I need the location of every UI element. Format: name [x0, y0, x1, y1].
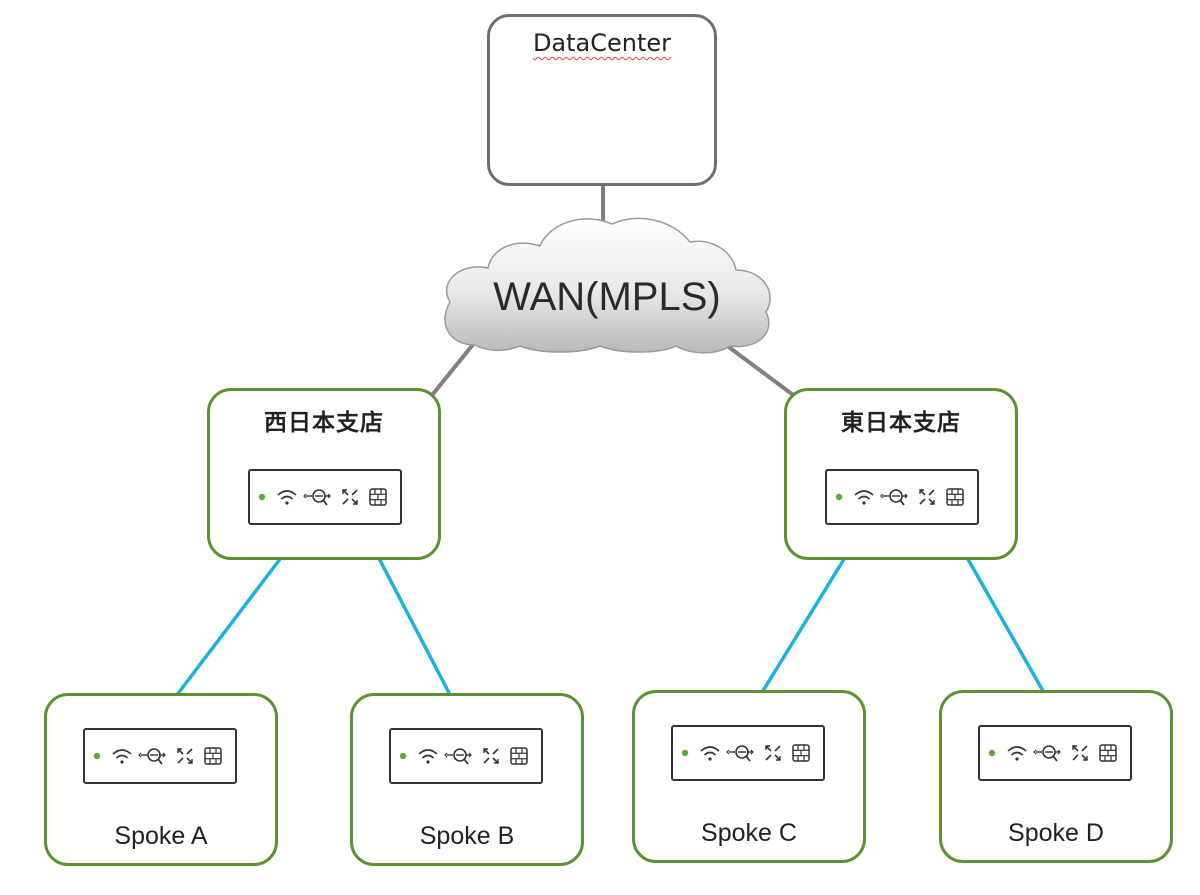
firewall-icon	[1099, 744, 1117, 762]
router-icons	[681, 744, 810, 762]
router-device	[978, 725, 1132, 781]
tunnel-east-spoke-c	[748, 535, 859, 715]
switch-arrows-icon	[1072, 745, 1088, 761]
router-device	[248, 469, 402, 525]
switch-arrows-icon	[765, 745, 781, 761]
spoke-c-label: Spoke C	[701, 819, 797, 847]
firewall-icon	[204, 747, 222, 765]
wan-cloud	[444, 217, 771, 354]
firewall-icon	[946, 488, 964, 506]
spoke-b-node[interactable]: Spoke B	[350, 693, 584, 866]
spoke-d-label: Spoke D	[1008, 819, 1104, 847]
firewall-icon	[510, 747, 528, 765]
router-device	[825, 469, 979, 525]
spoke-b-label: Spoke B	[419, 822, 515, 850]
switch-arrows-icon	[342, 489, 358, 505]
status-led	[399, 752, 407, 760]
firewall-icon	[792, 744, 810, 762]
search-icon	[726, 745, 754, 762]
branch-west-node[interactable]: 西日本支店	[207, 388, 441, 560]
datacenter-label: DataCenter	[532, 29, 672, 57]
branch-west-label: 西日本支店	[264, 410, 384, 436]
search-icon	[444, 748, 472, 765]
router-icons	[399, 747, 528, 765]
tunnel-west-spoke-a	[161, 535, 299, 715]
wifi-icon	[1007, 746, 1027, 761]
router-icons	[258, 488, 387, 506]
router-icons	[93, 747, 222, 765]
wan-label: WAN(MPLS)	[493, 275, 721, 319]
wifi-icon	[277, 490, 297, 505]
router-device	[671, 725, 825, 781]
status-led	[988, 749, 996, 757]
spoke-a-label: Spoke A	[114, 822, 208, 850]
tunnel-west-spoke-b	[369, 539, 461, 716]
firewall-icon	[369, 488, 387, 506]
search-icon	[303, 489, 331, 506]
switch-arrows-icon	[177, 748, 193, 764]
switch-arrows-icon	[483, 748, 499, 764]
spoke-d-node[interactable]: Spoke D	[939, 690, 1173, 863]
router-icons	[988, 744, 1117, 762]
wifi-icon	[112, 749, 132, 764]
branch-east-label: 東日本支店	[841, 410, 961, 436]
spoke-c-node[interactable]: Spoke C	[632, 690, 866, 863]
search-icon	[880, 489, 908, 506]
router-device	[83, 728, 237, 784]
wifi-icon	[854, 490, 874, 505]
wifi-icon	[418, 749, 438, 764]
search-icon	[138, 748, 166, 765]
status-led	[93, 752, 101, 760]
wifi-icon	[700, 746, 720, 761]
link-wan-east	[720, 340, 802, 402]
status-led	[681, 749, 689, 757]
switch-arrows-icon	[919, 489, 935, 505]
search-icon	[1033, 745, 1061, 762]
datacenter-node[interactable]: DataCenter	[487, 14, 717, 186]
status-led	[258, 493, 266, 501]
spoke-a-node[interactable]: Spoke A	[44, 693, 278, 866]
tunnel-east-spoke-d	[955, 536, 1057, 716]
router-icons	[835, 488, 964, 506]
status-led	[835, 493, 843, 501]
router-device	[389, 728, 543, 784]
branch-east-node[interactable]: 東日本支店	[784, 388, 1018, 560]
